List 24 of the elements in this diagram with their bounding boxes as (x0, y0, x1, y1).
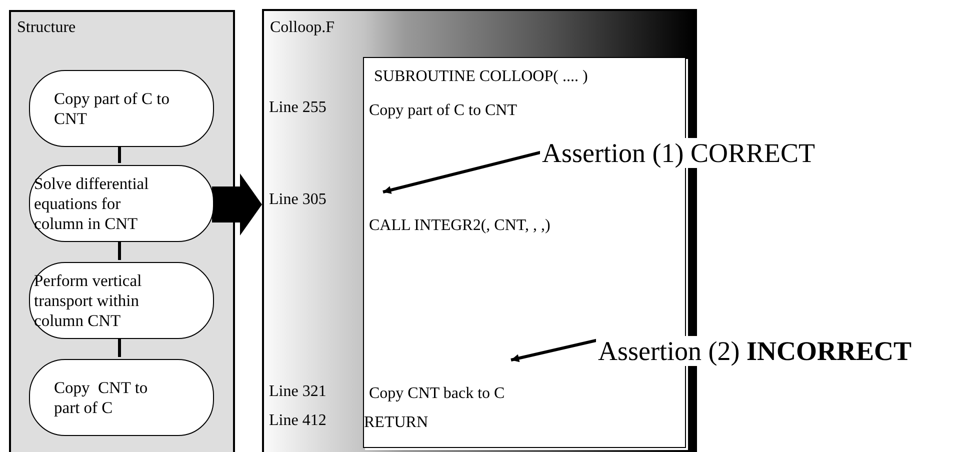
line-number: Line 305 (269, 191, 326, 209)
file-name: Colloop.F (270, 19, 334, 37)
step-text: Perform vertical transport within column CNT (34, 270, 143, 330)
step-text: Copy part of C to CNT (54, 88, 170, 128)
assertion-callout: Assertion (2) INCORRECT (596, 336, 914, 366)
connector-line (118, 145, 121, 163)
line-number: Line 255 (269, 99, 326, 117)
code-line: RETURN (364, 414, 428, 432)
panel-title: Structure (17, 19, 76, 37)
assertion-callout: Assertion (1) CORRECT (540, 138, 817, 168)
leader-arrow (510, 338, 598, 362)
code-line: CALL INTEGR2(, CNT, , ,) (369, 217, 550, 235)
line-number: Line 321 (269, 383, 326, 401)
line-number: Line 412 (269, 412, 326, 430)
step-text: Copy CNT to part of C (54, 378, 149, 418)
connector-line (118, 337, 121, 357)
code-line: SUBROUTINE COLLOOP( .... ) (374, 68, 588, 86)
code-line: Copy part of C to CNT (369, 102, 517, 120)
block-arrow (212, 174, 262, 236)
connector-line (118, 240, 121, 260)
code-line: Copy CNT back to C (369, 385, 505, 403)
leader-arrow (382, 150, 542, 194)
structure-panel (9, 10, 235, 452)
step-text: Solve differential equations for column in CNT (34, 174, 150, 234)
